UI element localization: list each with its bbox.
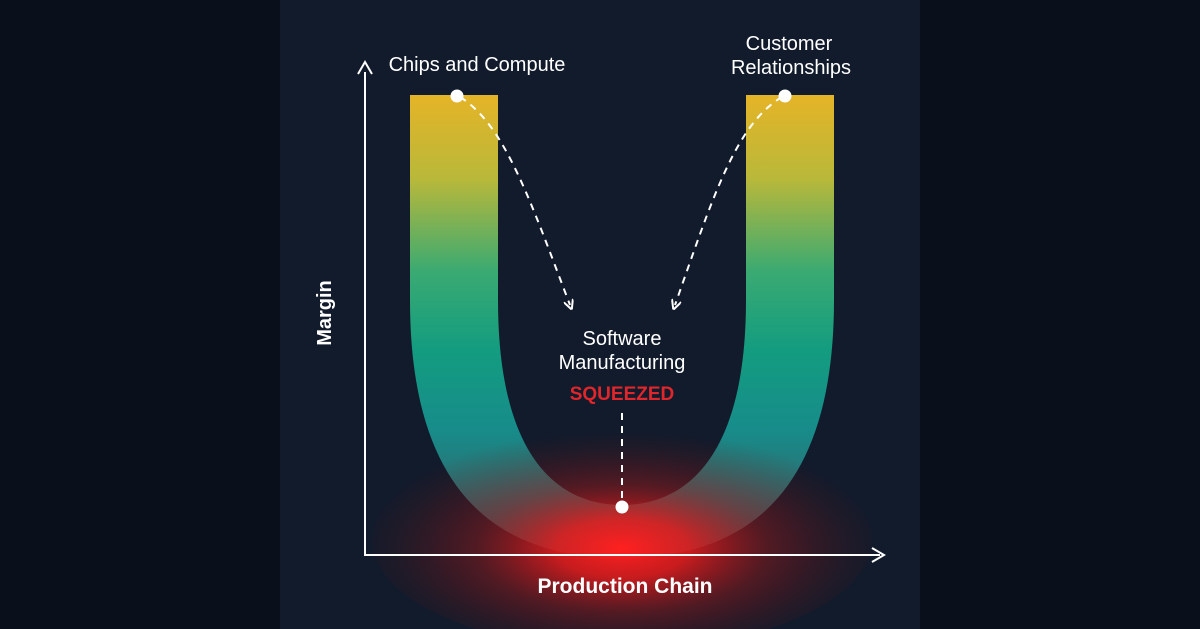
- bottom-node-dot: [615, 500, 629, 514]
- y-axis-arrow: [357, 60, 373, 75]
- left-top-node-label: Chips and Compute: [389, 54, 566, 76]
- bottom-node-label-line1: Software: [583, 328, 662, 350]
- right-flow-arrow: [675, 96, 783, 305]
- left-margin-panel: [0, 0, 280, 629]
- bottom-node-label-line2: Manufacturing: [559, 352, 686, 374]
- right-margin-panel: [920, 0, 1200, 629]
- right-top-node-label-line2: Relationships: [731, 57, 851, 79]
- squeeze-glow: [372, 430, 872, 629]
- left-flow-arrow: [459, 96, 570, 305]
- left-top-node-dot: [450, 89, 464, 103]
- x-axis-label: Production Chain: [538, 575, 713, 598]
- right-top-node-dot: [778, 89, 792, 103]
- right-top-node-label-line1: Customer: [746, 33, 833, 55]
- x-axis-arrow: [871, 547, 886, 563]
- y-axis-label: Margin: [314, 280, 336, 346]
- squeezed-status-label: SQUEEZED: [570, 384, 675, 405]
